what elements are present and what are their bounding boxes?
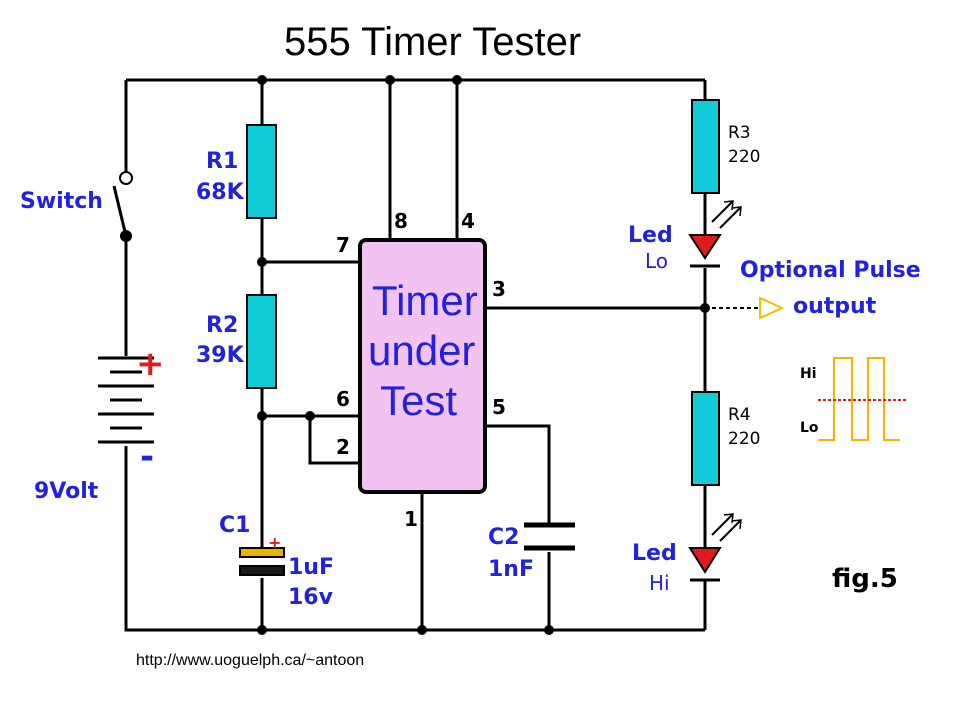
battery-symbol (98, 356, 154, 444)
timer-ic (358, 238, 487, 494)
pin-8: 8 (394, 209, 408, 233)
led-lo-symbol (688, 200, 742, 268)
r1-name: R1 (206, 149, 238, 174)
led-hi-symbol (688, 513, 742, 582)
ic-label-line1: Timer (372, 277, 478, 324)
ic-label-line3: Test (380, 377, 457, 424)
c1-name: C1 (219, 513, 250, 538)
r1-value: 68K (196, 180, 245, 205)
c1-capacitor (239, 547, 285, 576)
battery-plus: + (136, 344, 165, 384)
r4-name: R4 (728, 405, 751, 425)
output-arrow (712, 296, 785, 320)
pin-6: 6 (336, 387, 350, 411)
output-label-line2: output (793, 294, 877, 319)
led-lo-name: Led (628, 223, 673, 248)
r4-resistor (691, 391, 720, 486)
c1-rating: 16v (288, 585, 334, 610)
c1-value: 1uF (288, 555, 334, 580)
led-hi-name: Led (632, 541, 677, 566)
r1-resistor (246, 124, 277, 219)
waveform-graph (818, 357, 906, 441)
ic-label-line2: under (368, 327, 475, 374)
switch (112, 171, 133, 242)
c1-polarity: + (268, 533, 281, 552)
battery-voltage: 9Volt (34, 479, 99, 504)
r3-name: R3 (728, 123, 751, 143)
pin-4: 4 (461, 209, 475, 233)
page-title: 555 Timer Tester (284, 20, 581, 64)
c2-value: 1nF (488, 557, 534, 582)
r3-value: 220 (728, 147, 760, 167)
wires (124, 78, 707, 632)
source-url: http://www.uoguelph.ca/~antoon (136, 652, 364, 669)
pin-2: 2 (336, 435, 350, 459)
c2-capacitor (524, 522, 575, 551)
led-lo-state: Lo (645, 249, 668, 273)
output-label-line1: Optional Pulse (740, 258, 921, 283)
r3-resistor (691, 99, 720, 194)
junction-nodes (257, 75, 710, 635)
figure-label: fig.5 (832, 564, 898, 594)
switch-label: Switch (20, 189, 103, 214)
r2-resistor (246, 294, 277, 389)
led-hi-state: Hi (649, 571, 670, 595)
r2-value: 39K (196, 343, 245, 368)
pin-3: 3 (492, 277, 506, 301)
r4-value: 220 (728, 429, 760, 449)
battery-minus: - (140, 437, 154, 477)
r2-name: R2 (206, 313, 238, 338)
pin-1: 1 (404, 507, 418, 531)
pin-7: 7 (336, 233, 350, 257)
waveform-hi: Hi (800, 366, 817, 382)
pin-5: 5 (492, 395, 506, 419)
c2-name: C2 (488, 525, 519, 550)
waveform-lo: Lo (800, 420, 819, 436)
